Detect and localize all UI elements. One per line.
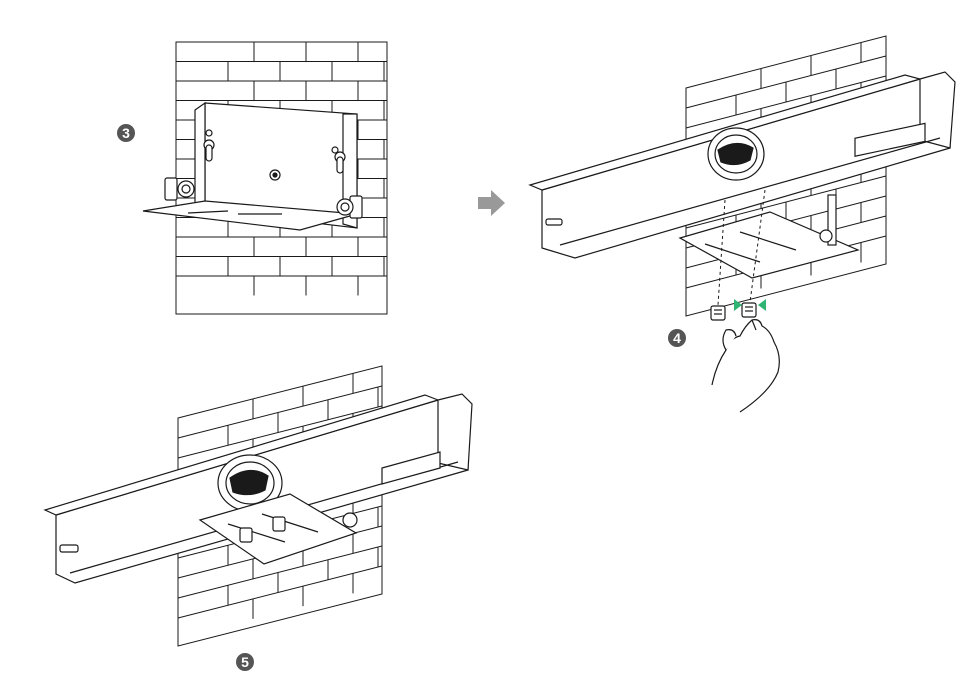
keyhole-right [334, 151, 346, 174]
camera-lens [707, 127, 765, 181]
thumb-screw-left [710, 305, 726, 321]
bracket-tray [678, 194, 860, 279]
video-bar [43, 393, 473, 584]
right-arrow-icon [478, 190, 505, 216]
hand-icon [711, 319, 780, 413]
port-panel [854, 122, 926, 157]
brick-course [177, 405, 383, 459]
step-5-number: 5 [241, 654, 249, 670]
video-bar [528, 71, 956, 259]
knob-right [336, 195, 363, 219]
camera-lens [217, 454, 283, 512]
panel-step-4: 4 [528, 35, 956, 413]
step-5-badge: 5 [236, 653, 254, 671]
logo-badge [59, 544, 79, 553]
wall-outline [177, 365, 383, 647]
brick-course [177, 565, 383, 619]
screw-guides [717, 189, 766, 306]
step-4-number: 4 [673, 330, 681, 346]
wall-outline [175, 41, 388, 315]
port-panel [381, 451, 441, 485]
knob-left [164, 177, 195, 201]
panel-step-3: 3 [117, 41, 388, 315]
tighten-arrows-icon [734, 299, 766, 311]
step-4-badge: 4 [668, 329, 686, 347]
brick-course [177, 385, 383, 439]
logo-badge [545, 218, 563, 226]
step-3-number: 3 [122, 125, 130, 141]
bracket-tray [198, 493, 358, 565]
thumb-screw-right [741, 302, 757, 318]
step-3-badge: 3 [117, 124, 135, 142]
keyhole-left [203, 139, 215, 162]
wall-bracket [142, 101, 363, 231]
brick-course [177, 545, 383, 599]
panel-step-5: 5 [43, 365, 473, 671]
